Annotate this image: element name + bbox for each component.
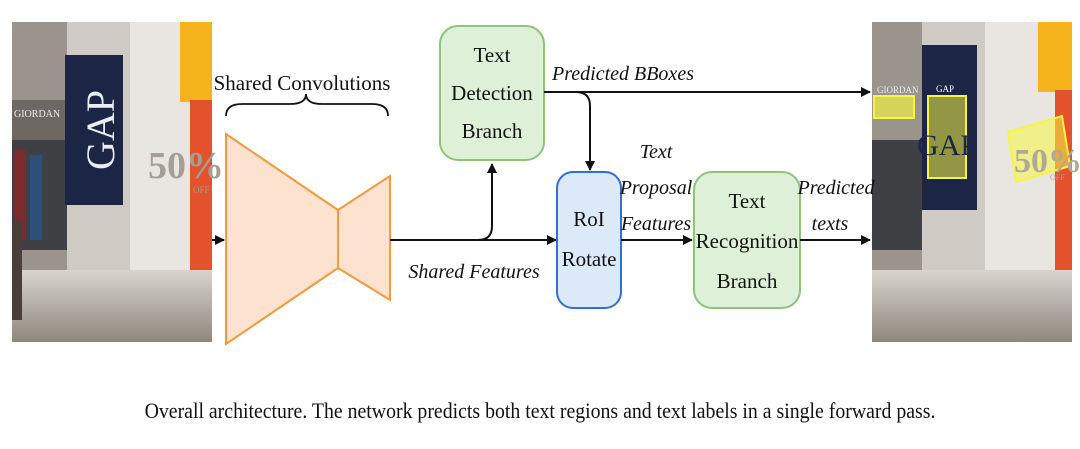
predicted-texts-line2: texts <box>812 213 849 235</box>
proposal-label-line3: Features <box>620 213 692 235</box>
proposal-label-line2: Proposal <box>619 177 693 199</box>
input-store-sign: GAP <box>78 90 123 170</box>
detected-box-store <box>927 95 967 179</box>
detection-label-line3: Branch <box>462 119 523 143</box>
predicted-texts-line1: Predicted <box>796 177 875 199</box>
roi-label-line1: RoI <box>573 207 605 231</box>
output-store-sign: GAP <box>917 129 977 162</box>
output-image: GIORDAN GAP GAP 50% OFF <box>872 22 1080 342</box>
detection-label-line1: Text <box>473 43 510 67</box>
shared-convolutions-block <box>225 132 391 346</box>
figure-caption: Overall architecture. The network predic… <box>144 398 936 423</box>
proposal-label-line1: Text <box>640 141 673 163</box>
detection-input-arrow <box>477 163 497 241</box>
recognition-label-line2: Recognition <box>696 229 799 253</box>
output-box-label: GAP <box>936 84 954 94</box>
predicted-bboxes-label: Predicted BBoxes <box>551 63 694 85</box>
input-sale-suffix: OFF <box>193 185 210 195</box>
recognition-label-line1: Text <box>728 189 765 213</box>
input-store-left-sign: GIORDAN <box>14 109 60 120</box>
detected-box-left <box>873 95 915 119</box>
detection-label-line2: Detection <box>451 81 533 105</box>
shared-convolutions-brace <box>225 93 389 117</box>
roi-rotate-block <box>556 171 622 309</box>
shared-features-label: Shared Features <box>408 261 539 283</box>
recognition-label-line3: Branch <box>717 269 778 293</box>
bboxes-to-roi-arrow <box>575 91 595 171</box>
output-sale-suffix: OFF <box>1050 173 1065 182</box>
output-store-left-sign: GIORDAN <box>877 85 919 95</box>
shared-convolutions-label: Shared Convolutions <box>214 71 391 95</box>
roi-label-line2: Rotate <box>562 247 617 271</box>
output-sale-sign: 50% <box>1014 143 1080 180</box>
input-image: GIORDAN GAP 50% OFF <box>12 22 224 342</box>
detected-box-sale <box>1006 114 1072 184</box>
input-sale-sign: 50% <box>148 145 224 187</box>
